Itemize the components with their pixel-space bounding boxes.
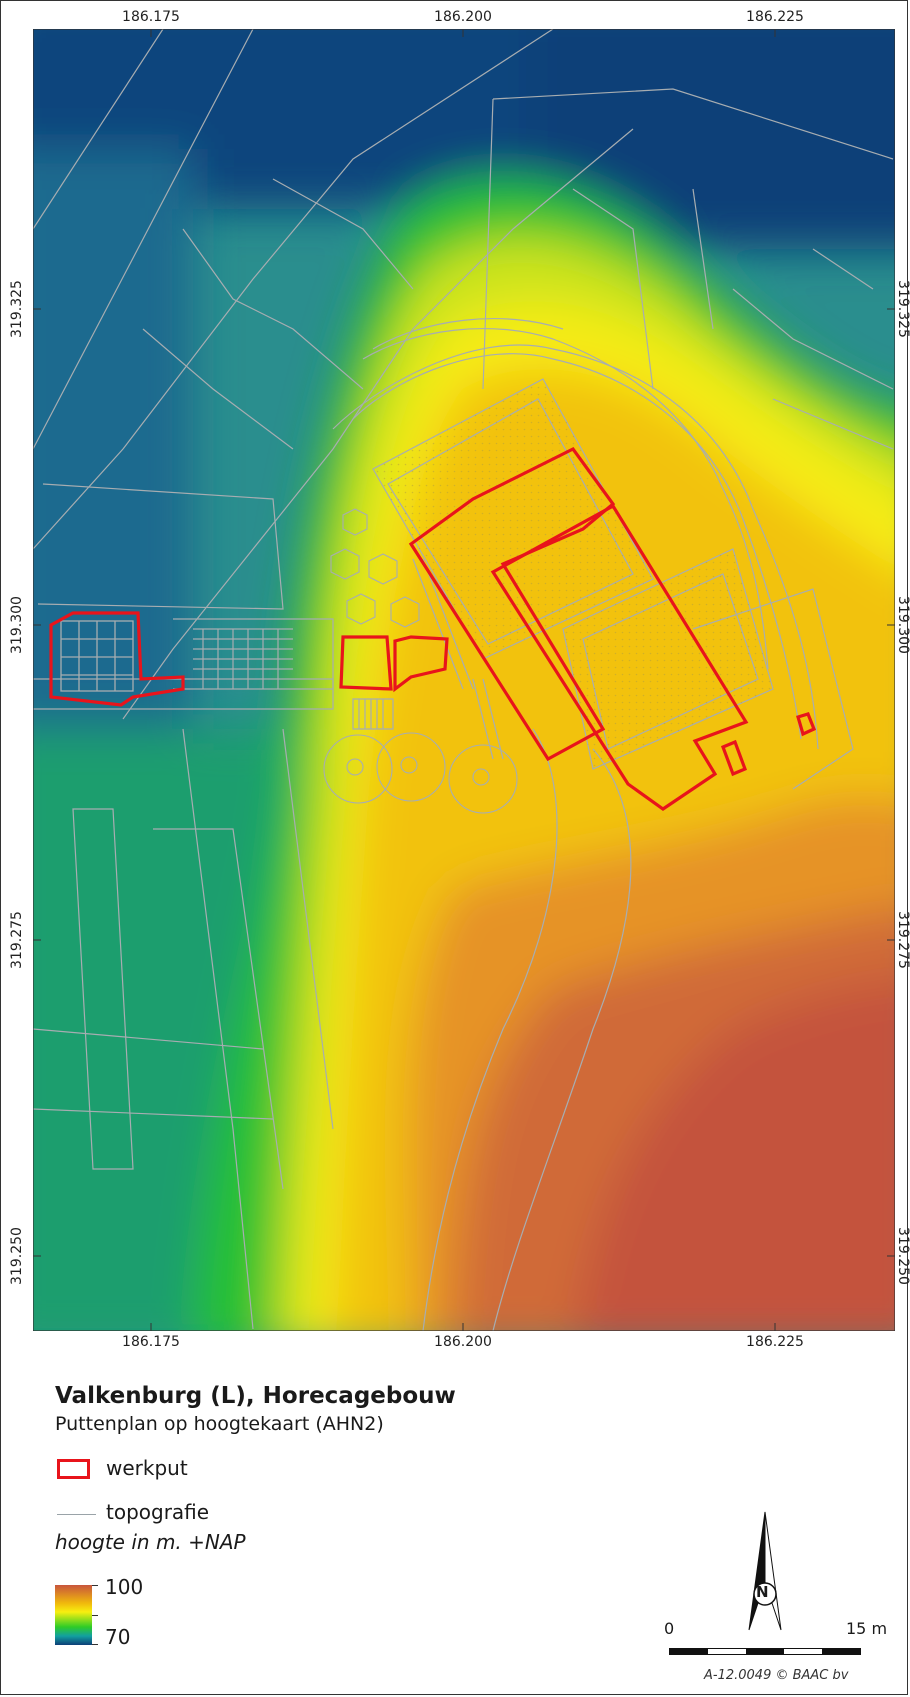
building-dotted: [373, 379, 653, 659]
north-arrow-icon: [748, 1511, 782, 1631]
y-tick-left-1: 319.325: [9, 280, 25, 338]
legend-ramp-tick-mid: [92, 1615, 98, 1616]
y-tick-right-4: 319.250: [895, 1227, 910, 1285]
x-tick-top-3: 186.225: [746, 9, 804, 25]
axis-ticks: [33, 29, 895, 1331]
werkput-outlines: [49, 446, 817, 811]
y-tick-left-2: 319.300: [9, 596, 25, 654]
legend-hoogte-title: hoogte in m. +NAP: [55, 1530, 246, 1554]
legend-hoogte-min: 70: [105, 1625, 131, 1649]
credit-text: A-12.0049 © BAAC bv: [704, 1668, 849, 1683]
map-subtitle: Puttenplan op hoogtekaart (AHN2): [55, 1413, 384, 1435]
legend-ramp-tick-top: [92, 1585, 98, 1586]
map-title: Valkenburg (L), Horecagebouw: [55, 1383, 456, 1409]
legend-werkput-swatch: [57, 1459, 90, 1479]
legend-ramp-tick-bottom: [92, 1644, 98, 1645]
x-tick-bottom-1: 186.175: [122, 1334, 180, 1350]
scale-start-label: 0: [664, 1619, 675, 1638]
y-tick-right-3: 319.275: [895, 911, 910, 969]
legend-topografie-label: topografie: [106, 1500, 210, 1524]
x-tick-top-1: 186.175: [122, 9, 180, 25]
x-tick-top-2: 186.200: [434, 9, 492, 25]
topografie-lines: [33, 29, 894, 1331]
grid-structure: [60, 620, 134, 692]
map-canvas: [33, 29, 895, 1331]
y-tick-right-1: 319.325: [895, 280, 910, 338]
north-label: N: [756, 1583, 769, 1601]
legend-werkput-label: werkput: [106, 1456, 188, 1480]
legend-topografie-swatch: [57, 1514, 96, 1515]
scale-end-label: 15 m: [846, 1619, 888, 1638]
terrace-symbols: [323, 508, 518, 814]
x-tick-bottom-2: 186.200: [434, 1334, 492, 1350]
x-tick-bottom-3: 186.225: [746, 1334, 804, 1350]
y-tick-left-3: 319.275: [9, 911, 25, 969]
scale-bar: [669, 1648, 861, 1655]
legend-elevation-ramp: [55, 1585, 92, 1645]
y-tick-left-4: 319.250: [9, 1227, 25, 1285]
legend-hoogte-max: 100: [105, 1575, 144, 1599]
building-dotted-2: [563, 549, 773, 769]
y-tick-right-2: 319.300: [895, 596, 910, 654]
